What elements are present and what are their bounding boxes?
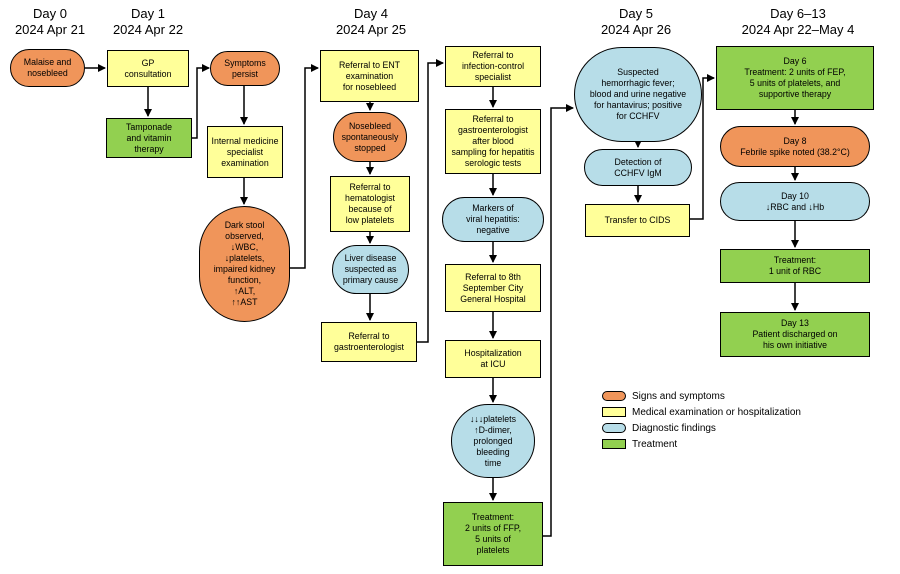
node-gastroenterologist-referral: Referral to gastroenterologist [321, 322, 417, 362]
header-day0-day: Day 0 [33, 6, 67, 21]
node-8th-september-hospital-text: Referral to 8th September City General H… [460, 271, 526, 304]
node-platelets-ddimer: ↓↓↓platelets ↑D-dimer, prolonged bleedin… [451, 404, 535, 478]
node-suspected-hemorrhagic-fever: Suspected hemorrhagic fever; blood and u… [574, 47, 702, 142]
header-day5-day: Day 5 [619, 6, 653, 21]
header-day1: Day 1 2024 Apr 22 [102, 6, 194, 38]
legend-item-treat: Treatment [602, 436, 801, 452]
legend-label-diag: Diagnostic findings [632, 422, 716, 434]
legend-item-signs: Signs and symptoms [602, 388, 801, 404]
node-transfer-cids: Transfer to CIDS [585, 204, 690, 237]
node-treatment-ffp-platelets-text: Treatment: 2 units of FFP, 5 units of pl… [464, 512, 522, 555]
header-day4-date: 2024 Apr 25 [335, 22, 407, 37]
node-day13-discharged-text: Day 13 Patient discharged on his own ini… [752, 318, 838, 350]
node-nosebleed-stopped: Nosebleed spontaneously stopped [333, 112, 407, 162]
node-8th-september-hospital: Referral to 8th September City General H… [445, 264, 541, 312]
node-gp-consultation-text: GP consultation [124, 57, 172, 79]
arrow-darkstool-to-ent [290, 64, 319, 269]
node-dark-stool: Dark stool observed, ↓WBC, ↓platelets, i… [199, 206, 290, 322]
node-cchfv-igm-detection: Detection of CCHFV IgM [584, 149, 692, 186]
node-day6-treatment: Day 6 Treatment: 2 units of FEP, 5 units… [716, 46, 874, 110]
node-suspected-hemorrhagic-fever-text: Suspected hemorrhagic fever; blood and u… [589, 67, 687, 121]
node-day10-rbc-hb-text: Day 10 ↓RBC and ↓Hb [765, 190, 825, 212]
arrow-treatment-to-suspected [543, 104, 574, 537]
legend-label-treat: Treatment [632, 438, 678, 450]
node-hepatitis-markers-text: Markers of viral hepatitis: negative [466, 203, 520, 235]
header-day6-13-date: 2024 Apr 22–May 4 [741, 22, 855, 37]
legend: Signs and symptoms Medical examination o… [602, 388, 801, 452]
legend-item-exam: Medical examination or hospitalization [602, 404, 801, 420]
legend-label-exam: Medical examination or hospitalization [632, 406, 801, 418]
node-transfer-cids-text: Transfer to CIDS [604, 215, 671, 225]
node-infection-control-referral: Referral to infection-control specialist [445, 46, 541, 87]
node-icu-hospitalization-text: Hospitalization at ICU [464, 348, 522, 369]
node-day13-discharged: Day 13 Patient discharged on his own ini… [720, 312, 870, 357]
legend-swatch-treat [602, 439, 626, 449]
node-internal-medicine: Internal medicine specialist examination [207, 126, 283, 178]
node-hematologist-referral-text: Referral to hematologist because of low … [345, 182, 395, 225]
header-day4-day: Day 4 [354, 6, 388, 21]
node-symptoms-persist: Symptoms persist [210, 51, 280, 86]
arrow-transfer-to-day6 [690, 74, 715, 220]
node-malaise-nosebleed-text: Malaise and nosebleed [23, 57, 72, 78]
legend-swatch-signs [602, 391, 626, 401]
node-rbc-treatment: Treatment: 1 unit of RBC [720, 249, 870, 283]
node-day8-febrile-spike-text: Day 8 Febrile spike noted (38.2°C) [740, 135, 850, 157]
node-tamponade-vitamin: Tamponade and vitamin therapy [106, 118, 192, 158]
node-symptoms-persist-text: Symptoms persist [224, 57, 266, 79]
node-internal-medicine-text: Internal medicine specialist examination [211, 135, 279, 168]
node-gastroenterologist-referral-text: Referral to gastroenterologist [334, 331, 404, 352]
node-treatment-ffp-platelets: Treatment: 2 units of FFP, 5 units of pl… [443, 502, 543, 566]
node-icu-hospitalization: Hospitalization at ICU [445, 340, 541, 378]
node-infection-control-referral-text: Referral to infection-control specialist [461, 50, 525, 82]
arrow-gastro-to-infection [417, 59, 444, 343]
node-nosebleed-stopped-text: Nosebleed spontaneously stopped [341, 120, 399, 153]
node-ent-referral-text: Referral to ENT examination for noseblee… [338, 59, 401, 92]
node-tamponade-vitamin-text: Tamponade and vitamin therapy [126, 121, 172, 154]
node-gastro-blood-sampling-text: Referral to gastroenterologist after blo… [451, 114, 535, 168]
node-cchfv-igm-detection-text: Detection of CCHFV IgM [614, 156, 662, 178]
node-hematologist-referral: Referral to hematologist because of low … [330, 176, 410, 232]
header-day4: Day 4 2024 Apr 25 [325, 6, 417, 38]
node-liver-disease: Liver disease suspected as primary cause [332, 245, 409, 294]
legend-item-diag: Diagnostic findings [602, 420, 801, 436]
legend-swatch-exam [602, 407, 626, 417]
arrow-tamponade-to-symptoms [192, 64, 210, 139]
node-ent-referral: Referral to ENT examination for noseblee… [320, 50, 419, 102]
header-day5: Day 5 2024 Apr 26 [590, 6, 682, 38]
node-day6-treatment-text: Day 6 Treatment: 2 units of FEP, 5 units… [744, 56, 846, 99]
node-platelets-ddimer-text: ↓↓↓platelets ↑D-dimer, prolonged bleedin… [470, 413, 516, 468]
header-day1-day: Day 1 [131, 6, 165, 21]
header-day1-date: 2024 Apr 22 [112, 22, 184, 37]
node-day8-febrile-spike: Day 8 Febrile spike noted (38.2°C) [720, 126, 870, 167]
legend-swatch-diag [602, 423, 626, 433]
node-gastro-blood-sampling: Referral to gastroenterologist after blo… [445, 109, 541, 174]
legend-label-signs: Signs and symptoms [632, 390, 725, 402]
header-day0: Day 0 2024 Apr 21 [10, 6, 90, 38]
node-hepatitis-markers: Markers of viral hepatitis: negative [442, 197, 544, 242]
node-gp-consultation: GP consultation [107, 50, 189, 87]
node-malaise-nosebleed: Malaise and nosebleed [10, 49, 85, 87]
node-day10-rbc-hb: Day 10 ↓RBC and ↓Hb [720, 182, 870, 221]
node-dark-stool-text: Dark stool observed, ↓WBC, ↓platelets, i… [213, 220, 276, 307]
header-day0-date: 2024 Apr 21 [14, 22, 86, 37]
header-day5-date: 2024 Apr 26 [600, 22, 672, 37]
header-day6-13-day: Day 6–13 [770, 6, 826, 21]
node-rbc-treatment-text: Treatment: 1 unit of RBC [768, 255, 822, 276]
header-day6-13: Day 6–13 2024 Apr 22–May 4 [728, 6, 868, 38]
node-liver-disease-text: Liver disease suspected as primary cause [342, 253, 399, 285]
